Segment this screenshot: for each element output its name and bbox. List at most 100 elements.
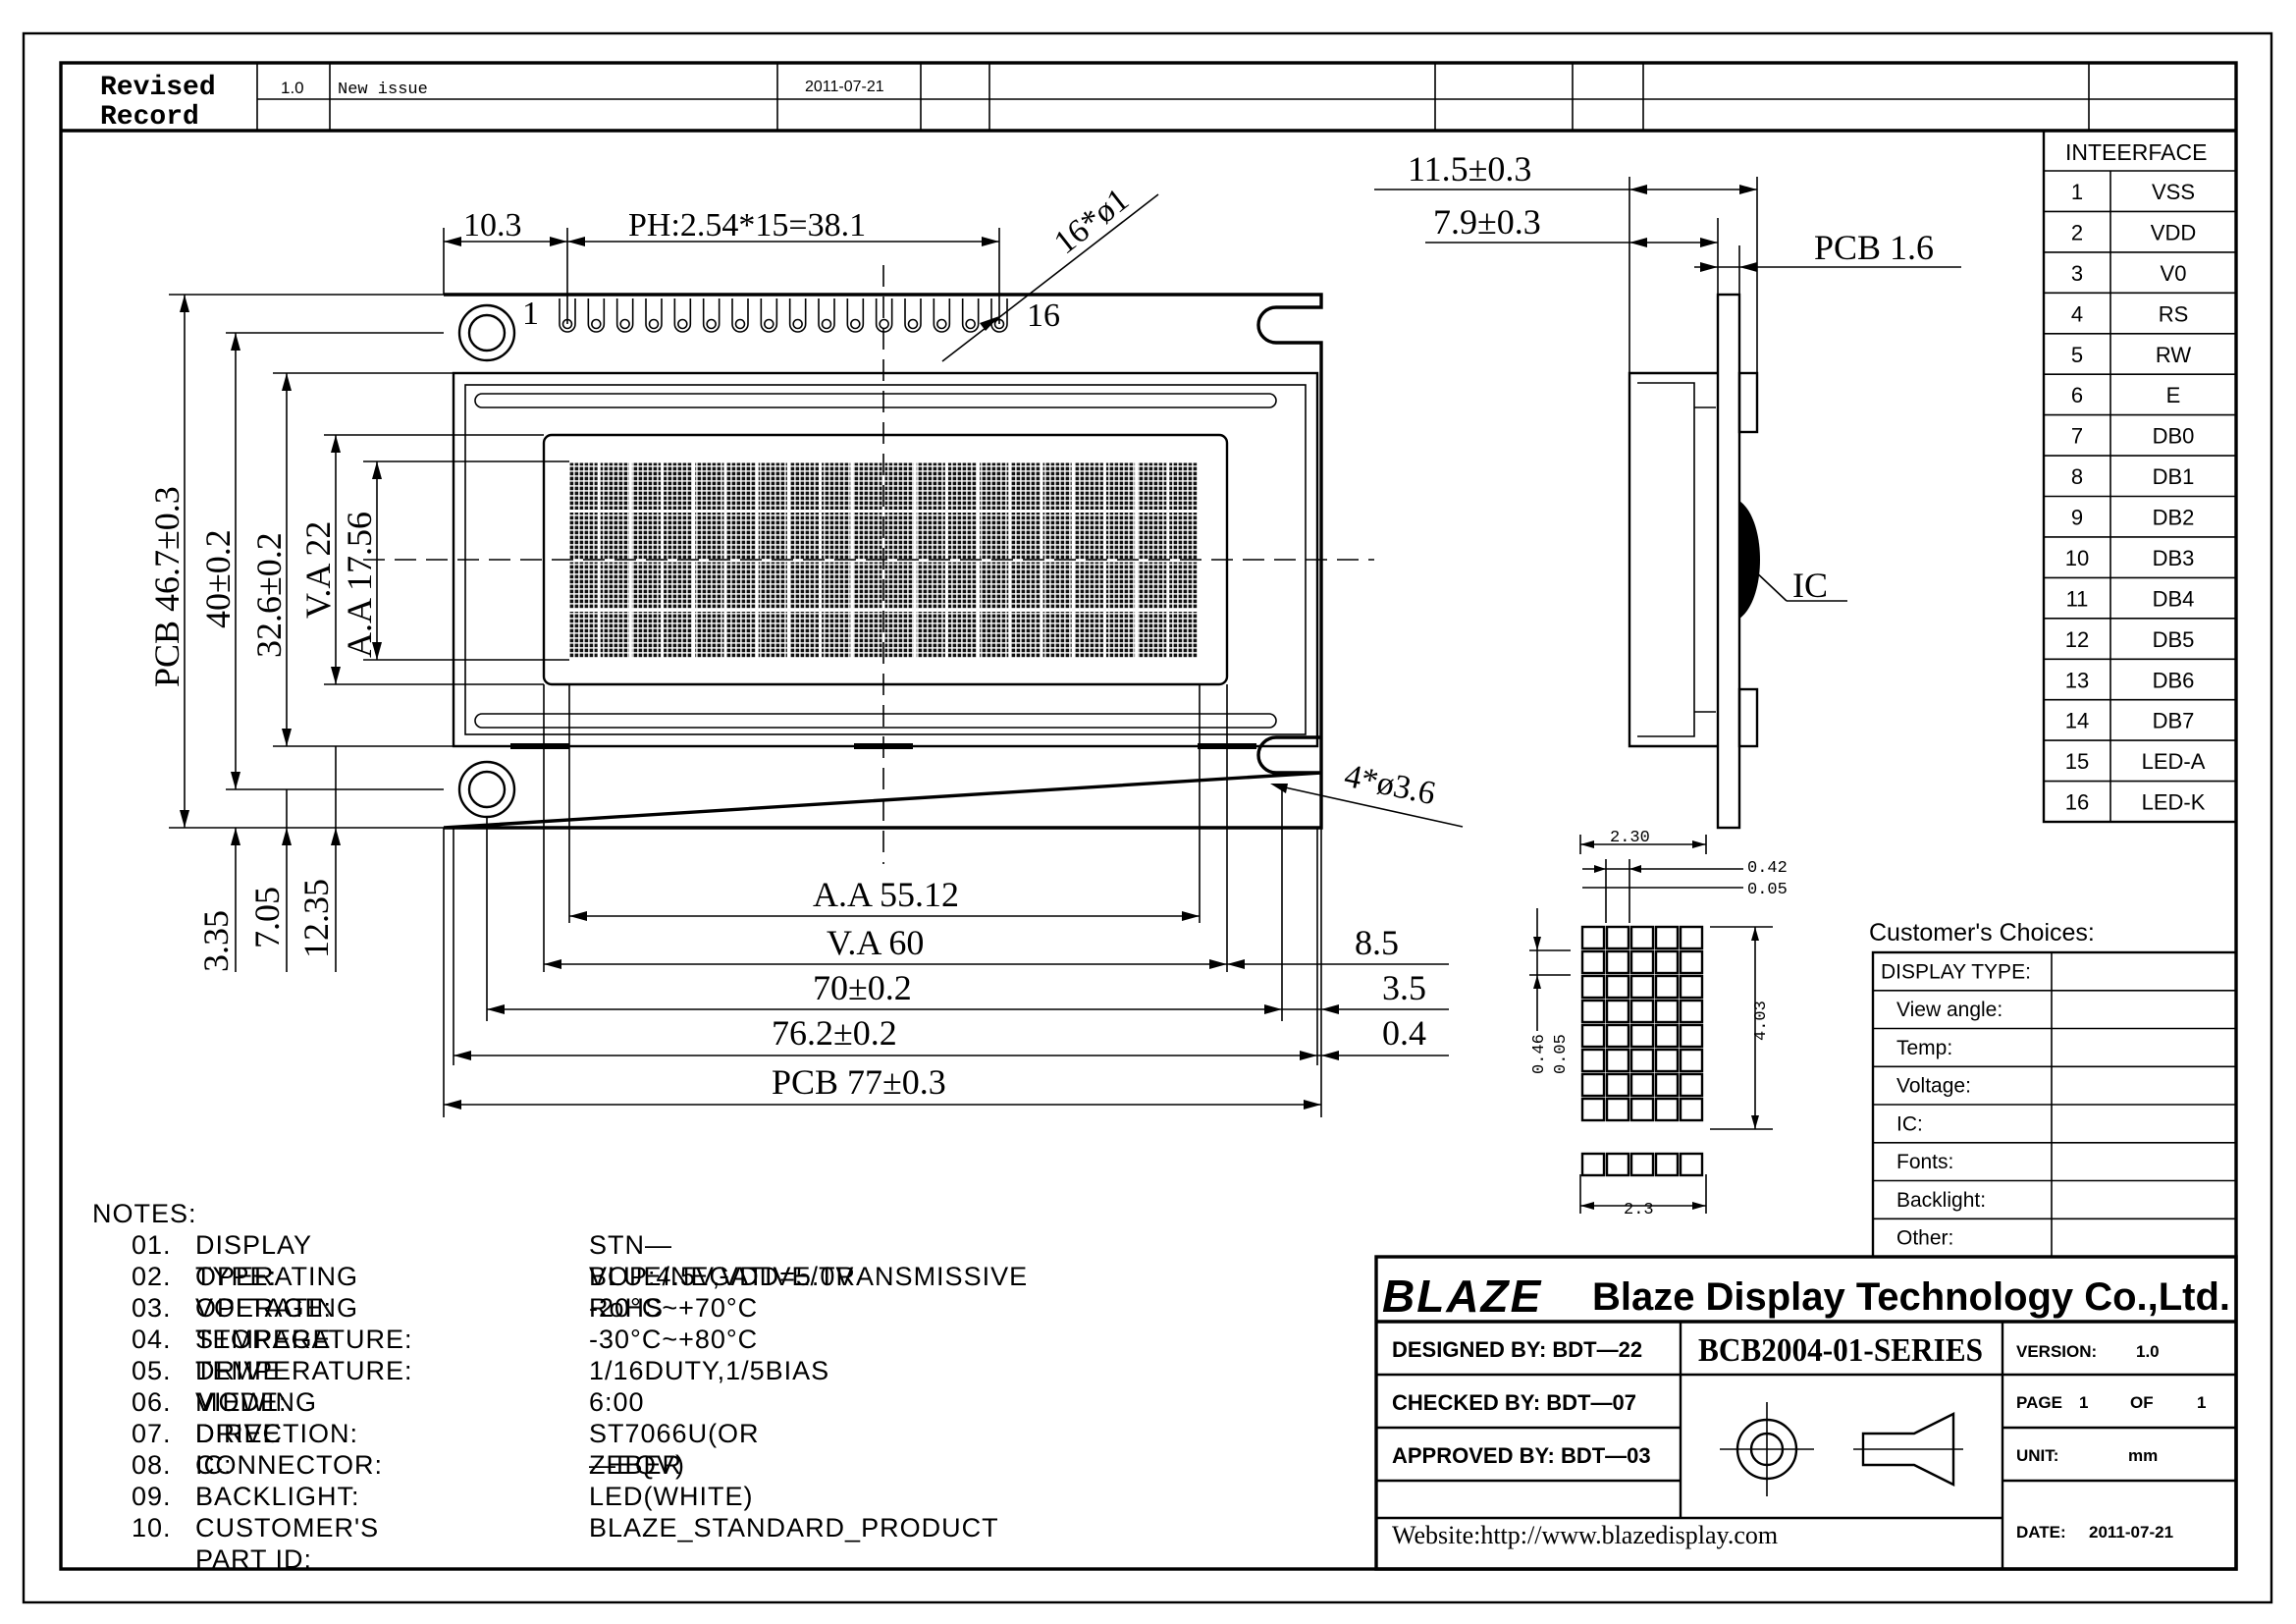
character-cell — [822, 462, 851, 510]
dim-va-22: V.A 22 — [298, 521, 338, 619]
connector-pin — [702, 298, 721, 333]
note-value: VOP:4.5V,VDD=5.0V — [589, 1262, 855, 1291]
character-cell — [1105, 462, 1136, 510]
character-row — [1580, 1152, 1704, 1177]
dot-cell — [1654, 974, 1680, 1000]
dim-32-6: 32.6±0.2 — [249, 532, 289, 658]
dim-aa-55-12: A.A 55.12 — [813, 875, 959, 914]
character-cell — [695, 612, 724, 659]
interface-pin-number: 16 — [2065, 790, 2089, 815]
character-cell — [631, 612, 662, 659]
character-cell — [822, 513, 851, 560]
page-number: 1 — [2079, 1393, 2088, 1412]
character-cell — [1011, 513, 1041, 560]
character-cell — [1042, 562, 1072, 609]
note-label: CUSTOMER'S PART ID: — [195, 1513, 380, 1574]
interface-pin-name: LED-A — [2142, 749, 2206, 774]
dim-top-left: 10.3 — [463, 207, 522, 244]
interface-pin-name: DB6 — [2153, 668, 2195, 692]
customer-choice-label: Voltage: — [1896, 1075, 1971, 1098]
note-item: 03.OPERATING TEMPERATURE:-20°C~+70°C — [92, 1292, 757, 1354]
character-cell — [1169, 462, 1199, 510]
dot-cell — [1629, 974, 1655, 1000]
character-cell — [631, 462, 662, 510]
dim-aa-17-56: A.A 17.56 — [340, 512, 379, 658]
note-item: 07.DRIVE IC:ST7066U(OR—EQV) — [92, 1418, 759, 1480]
character-cell — [916, 612, 945, 659]
note-label: DRIVE MODE: — [195, 1356, 288, 1417]
character-cell — [1169, 612, 1199, 659]
dot-cell — [1679, 925, 1704, 950]
character-cell — [822, 562, 851, 609]
character-cell — [695, 513, 724, 560]
customer-choice-label: DISPLAY TYPE: — [1881, 960, 2031, 983]
character-cell — [947, 562, 978, 609]
character-cell — [568, 612, 598, 659]
logo: BLAZE — [1382, 1271, 1542, 1322]
dim-2-30: 2.30 — [1610, 829, 1650, 847]
note-item: 04.STORAGE TEMPERATURE:-30°C~+80°C — [92, 1324, 757, 1385]
dot-cell — [1679, 1072, 1704, 1098]
connector-pin — [587, 298, 606, 333]
note-item: 09.BACKLIGHT:LED(WHITE) — [92, 1481, 753, 1512]
dot-cell — [1654, 925, 1680, 950]
mount-hole-top-left — [457, 303, 516, 362]
note-item: 05.DRIVE MODE:1/16DUTY,1/5BIAS — [92, 1355, 828, 1417]
interface-pin-name: DB5 — [2153, 627, 2195, 652]
interface-pin-number: 1 — [2071, 180, 2083, 204]
interface-pin-name: DB7 — [2153, 709, 2195, 733]
dim-3-5: 3.5 — [1382, 968, 1426, 1007]
pin-first-label: 1 — [522, 296, 539, 332]
connector-pin — [818, 298, 835, 333]
connector-pin — [673, 298, 692, 333]
dot-cell — [1605, 1023, 1630, 1049]
dot-cell — [1654, 949, 1680, 975]
dim-0-4: 0.4 — [1382, 1013, 1426, 1053]
connector-pin — [904, 298, 922, 333]
character-cell — [1105, 513, 1136, 560]
dot-cell — [1654, 1072, 1680, 1098]
character-cell — [664, 513, 693, 560]
date-label: DATE: — [2016, 1523, 2066, 1542]
dot-cell — [1580, 1097, 1606, 1122]
connector-pin — [788, 298, 807, 333]
character-cell — [1042, 612, 1072, 659]
dot-cell — [1605, 1097, 1630, 1122]
interface-pin-number: 2 — [2071, 220, 2083, 244]
dim-va-60: V.A 60 — [827, 923, 924, 962]
character-detail: 2.30 0.42 0.05 0.46 0.05 4.03 2.3 — [1529, 829, 1788, 1219]
character-cell — [1011, 612, 1041, 659]
dot-matrix — [568, 462, 1199, 659]
character-cell — [726, 562, 756, 609]
interface-pin-name: DB1 — [2153, 464, 2195, 489]
note-value: LED(WHITE) — [589, 1482, 754, 1511]
website: Website:http://www.blazedisplay.com — [1392, 1521, 1778, 1549]
dot-cell — [1654, 1048, 1680, 1073]
dot-cell — [1580, 999, 1606, 1024]
dot-cell — [1629, 1023, 1655, 1049]
mount-hole-bottom-left — [457, 760, 516, 819]
note-number: 06. — [132, 1387, 172, 1417]
ic-label: IC — [1792, 566, 1828, 605]
character-cell — [1105, 612, 1136, 659]
interface-pin-name: DB0 — [2153, 424, 2195, 449]
dim-0-05-side: 0.05 — [1552, 1034, 1571, 1074]
character-cell — [947, 612, 978, 659]
character-cell — [664, 462, 693, 510]
character-cell — [1042, 513, 1072, 560]
connector-pin — [615, 298, 634, 333]
projection-symbol — [1720, 1402, 1963, 1496]
dim-pcb-height: PCB 46.7±0.3 — [147, 486, 187, 687]
interface-pin-name: VSS — [2152, 180, 2195, 204]
cursor-cell — [1629, 1152, 1655, 1177]
designed-by: DESIGNED BY: BDT—22 — [1392, 1337, 1642, 1362]
connector-pin — [645, 298, 663, 333]
interface-pin-number: 14 — [2065, 709, 2089, 733]
dot-cell — [1629, 925, 1655, 950]
dot-cell — [1679, 974, 1704, 1000]
note-item: 08.CONNECTOR:ZEBER — [92, 1449, 681, 1481]
character-cell — [568, 513, 598, 560]
interface-pin-name: LED-K — [2142, 790, 2206, 815]
side-pcb — [1716, 293, 1741, 830]
note-value: 6:00 — [589, 1387, 645, 1417]
